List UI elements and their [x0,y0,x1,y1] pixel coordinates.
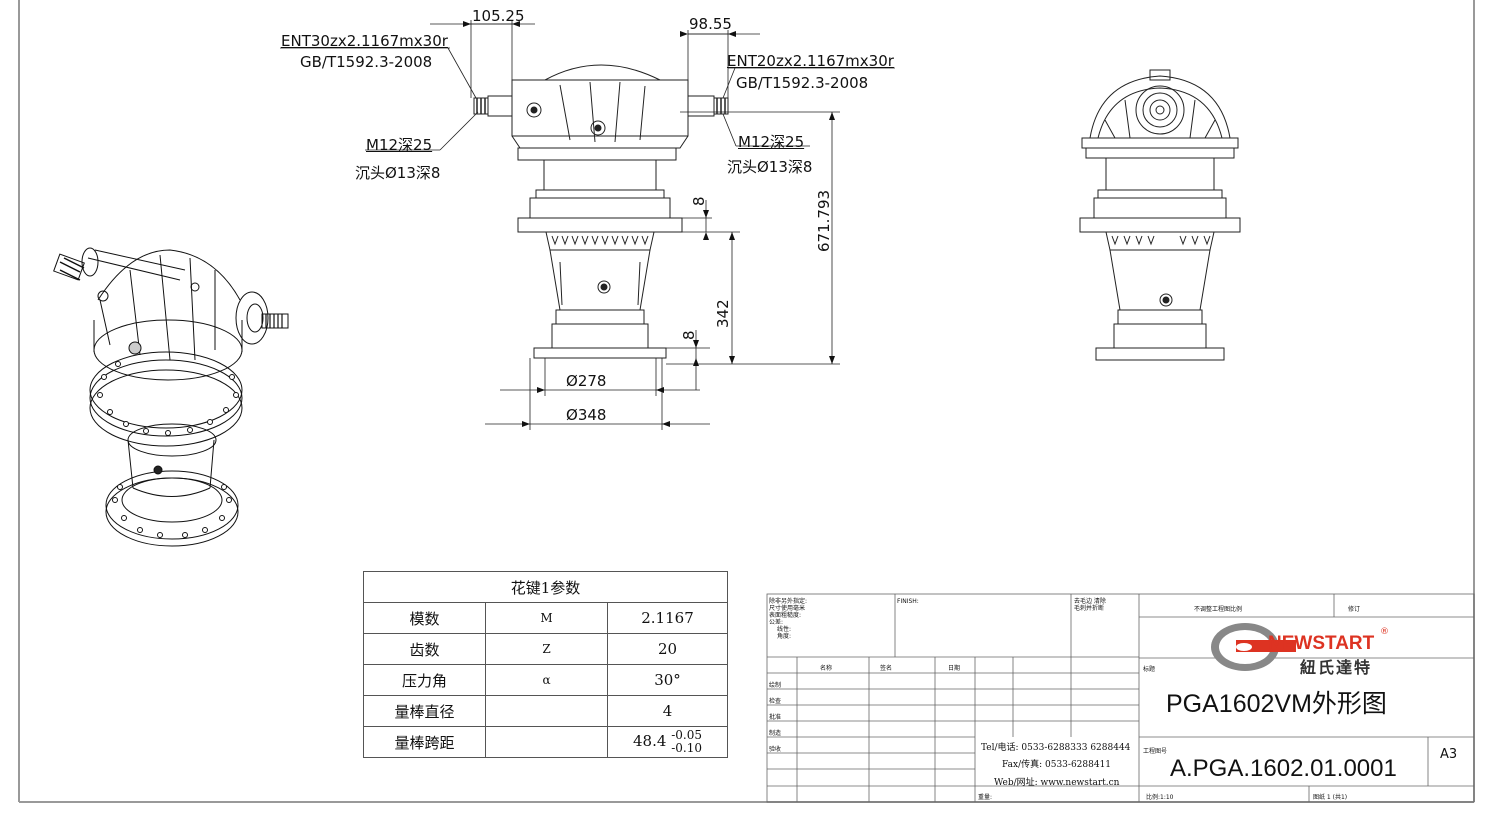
role-approve: 批准 [769,714,782,721]
diameter-symbol: Ø [566,372,578,390]
dim-8-top: 8 [690,196,708,206]
dim-278: Ø278 [566,372,607,390]
logo-text: NEWSTART [1268,633,1375,654]
spline-table-title: 花键1参数 [363,571,728,603]
right-thread-label: ENT20zx2.1167mx30r [727,52,894,70]
finish-label: FINISH: [897,598,919,605]
side-view [1079,69,1241,361]
table-row: 压力角 α 30° [363,664,728,696]
revision-label: 修订 [1348,606,1361,613]
drawing-no-label: 工程图号 [1143,748,1168,755]
dim-342: 342 [714,299,732,328]
dim-105: 105.25 [472,7,525,25]
right-counterbore-label: 沉头Ø13深8 [727,158,813,176]
table-row: 量棒跨距 48.4 -0.05 -0.10 [363,726,728,758]
front-view [280,20,895,430]
dim-348: Ø348 [566,406,607,424]
iso-view [53,247,289,547]
dim-671: 671.793 [815,189,833,252]
role-draw: 绘制 [769,682,782,689]
head-sign: 签名 [880,665,893,672]
title-label: 标题 [1143,666,1156,673]
drawing-number: A.PGA.1602.01.0001 [1170,755,1397,782]
table-row: 量棒直径 4 [363,695,728,727]
weight-label: 重量: [978,794,993,801]
table-row: 齿数 Z 20 [363,633,728,665]
role-manufacture: 制造 [769,730,782,737]
right-standard-label: GB/T1592.3-2008 [736,74,869,92]
contact-fax: Fax/传真: 0533-6288411 [1002,760,1112,770]
drawing-title: PGA1602VM外形图 [1166,690,1387,718]
contact-web: Web/网址: www.newstart.cn [994,778,1120,788]
left-hole-label: M12深25 [366,136,433,154]
general-notes: 除非另外指定: 尺寸使用毫米 表面粗糙度: 公差: 线性: 角度: [769,598,808,640]
table-row: 模数 M 2.1167 [363,602,728,634]
logo-chinese: 紐氏達特 [1300,658,1373,677]
left-standard-label: GB/T1592.3-2008 [300,53,433,71]
sheet-count: 图纸 1 (共1) [1313,794,1348,801]
right-hole-label: M12深25 [738,133,805,151]
left-thread-label: ENT30zx2.1167mx30r [281,32,448,50]
left-counterbore-label: 沉头Ø13深8 [355,164,441,182]
spline-parameter-table: 花键1参数 模数 M 2.1167 齿数 Z 20 压力角 α 30° 量棒直径… [363,571,728,758]
scale-value: 比例:1:10 [1146,794,1174,801]
logo-registered: ® [1380,627,1389,637]
paper-size: A3 [1440,747,1458,762]
head-name: 名称 [820,665,833,672]
role-accept: 验收 [769,746,782,753]
dim-98: 98.55 [689,15,732,33]
contact-tel: Tel/电话: 0533-6288333 6288444 [981,743,1131,753]
diameter-symbol: Ø [566,406,578,424]
deburr-note: 去毛边 清除 毛刺并折断 [1074,598,1106,612]
head-date: 日期 [948,665,961,672]
role-check: 检查 [769,698,782,705]
title-block-grid [766,593,1475,803]
dim-8-bottom: 8 [680,330,698,340]
newstart-logo [1211,623,1296,671]
scale-note: 不调整工程图比例 [1194,606,1243,613]
